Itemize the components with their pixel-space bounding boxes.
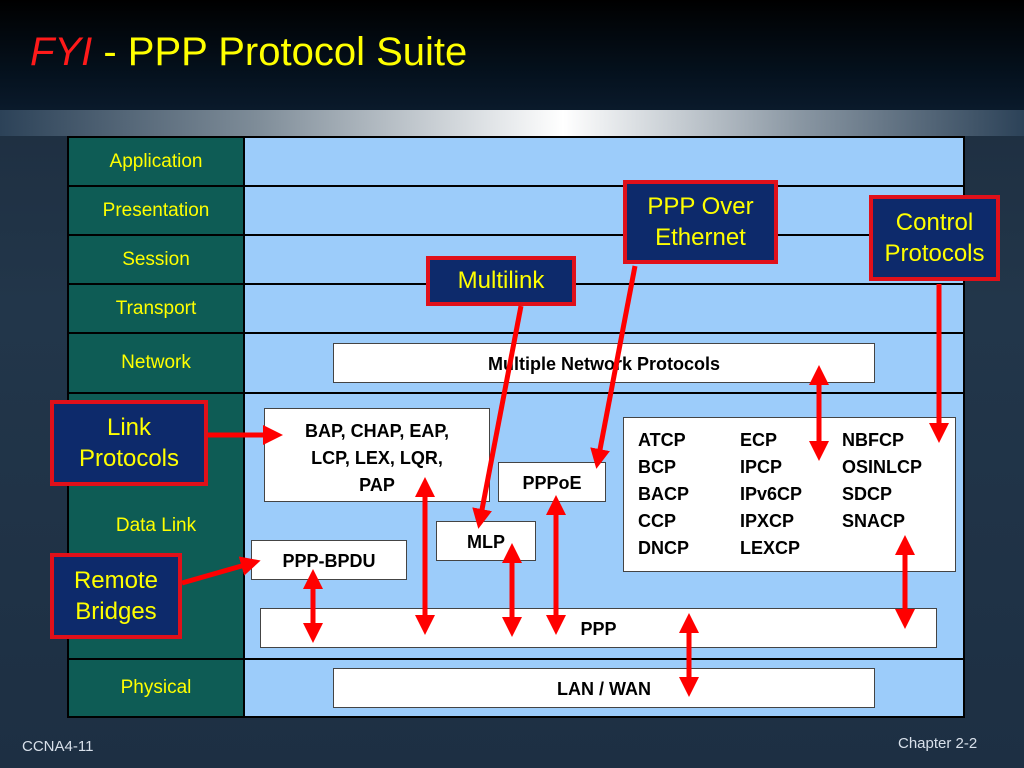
slide-title: FYI - PPP Protocol Suite xyxy=(30,30,467,75)
layer-network: Network xyxy=(67,332,245,394)
cp-item: SNACP xyxy=(842,511,906,531)
callout-line: Ethernet xyxy=(655,224,746,251)
cp-item: ATCP xyxy=(638,430,686,450)
control-protocols-col-2: ECP IPCP IPv6CP IPXCP LEXCP xyxy=(740,427,802,562)
row-divider xyxy=(245,283,965,285)
cp-item: CCP xyxy=(638,511,677,531)
multilink-pointer-arrow xyxy=(472,305,524,529)
callout-line: Remote xyxy=(73,566,159,594)
title-text: - PPP Protocol Suite xyxy=(92,30,468,74)
bap-line-1: BAP, CHAP, EAP, xyxy=(304,421,450,441)
control-protocols-col-3: NBFCP OSINLCP SDCP SNACP xyxy=(842,427,922,535)
cp-item: OSINLCP xyxy=(842,457,923,477)
cp-item: IPv6CP xyxy=(740,484,803,504)
row-divider xyxy=(245,392,965,394)
cp-item: NBFCP xyxy=(842,430,904,450)
layer-transport: Transport xyxy=(67,283,245,334)
callout-line: Link xyxy=(106,413,151,441)
footer-right: Chapter 2-2 xyxy=(898,735,978,752)
control-protocols-col-1: ATCP BCP BACP CCP DNCP xyxy=(638,427,689,562)
pppoe-box: PPPoE xyxy=(498,462,606,502)
cp-item: DNCP xyxy=(638,538,690,558)
layer-session: Session xyxy=(67,234,245,285)
callout-line: Protocols xyxy=(78,445,180,472)
remote-bridges-pointer-arrow xyxy=(181,556,261,586)
callout-line: Protocols xyxy=(884,240,985,267)
cp-item: SDCP xyxy=(842,484,893,504)
fyi-label: FYI xyxy=(30,30,93,74)
cp-item: IPCP xyxy=(740,457,783,477)
multilink-callout: Multilink xyxy=(426,256,576,306)
ppp-box: PPP xyxy=(260,608,937,648)
multiple-network-protocols-box: Multiple Network Protocols xyxy=(333,343,875,383)
cp-item: BCP xyxy=(638,457,677,477)
footer-left: CCNA4-11 xyxy=(22,738,94,755)
callout-line: Control xyxy=(895,208,974,236)
row-divider xyxy=(245,185,965,187)
cp-item: BACP xyxy=(638,484,690,504)
bap-line-3: PAP xyxy=(359,475,395,495)
link-protocols-box: BAP, CHAP, EAP, LCP, LEX, LQR, PAP xyxy=(264,408,490,502)
cp-item: ECP xyxy=(740,430,778,450)
callout-line: Bridges xyxy=(75,598,157,625)
lan-wan-box: LAN / WAN xyxy=(333,668,875,708)
ppp-bpdu-box: PPP-BPDU xyxy=(251,540,407,580)
row-divider xyxy=(245,658,965,660)
layer-physical: Physical xyxy=(67,658,245,718)
row-divider xyxy=(245,332,965,334)
decorative-bar xyxy=(0,110,1024,136)
callout-line: PPP Over xyxy=(647,192,754,220)
title-band xyxy=(0,0,1024,110)
row-divider xyxy=(245,234,965,236)
bap-line-2: LCP, LEX, LQR, xyxy=(311,448,443,468)
cp-item: IPXCP xyxy=(740,511,795,531)
cp-item: LEXCP xyxy=(740,538,801,558)
pppoe-pointer-arrow xyxy=(590,265,638,469)
